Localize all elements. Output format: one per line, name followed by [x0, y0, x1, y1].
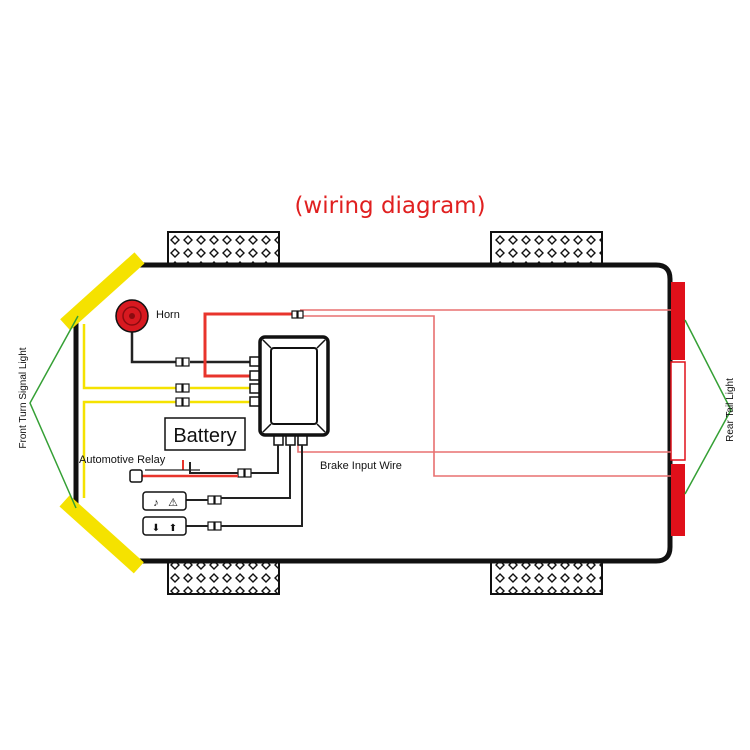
- horn-label: Horn: [156, 309, 180, 321]
- controller-output-wires: [221, 445, 303, 527]
- arrow-down-icon: ⬇: [152, 523, 160, 534]
- diagram-title: (wiring diagram): [294, 193, 485, 219]
- wheel-rear-bottom: [490, 560, 603, 595]
- red-power-wire: [203, 312, 292, 378]
- rear-light-leader-lines: [684, 319, 732, 495]
- arrow-up-icon: ⬆: [169, 523, 177, 534]
- switch-wires: [186, 499, 208, 527]
- front-turn-light-bottom: [59, 495, 144, 574]
- horn: [115, 299, 149, 333]
- battery-box: [164, 417, 246, 451]
- rear-tail-light-bottom: [671, 464, 685, 536]
- front-turn-signal-label: Front Turn Signal Light: [18, 347, 29, 448]
- yellow-wires: [82, 324, 250, 498]
- controller-module: [258, 335, 330, 437]
- rear-tail-light-top: [671, 282, 685, 360]
- front-turn-light-top: [60, 252, 145, 331]
- wheel-front-bottom: [167, 560, 280, 595]
- battery-label: Battery: [173, 425, 236, 447]
- wheel-front-top: [167, 231, 280, 266]
- relay-wires: [140, 460, 238, 478]
- rear-tail-light-label: Rear Tail Light: [725, 378, 736, 442]
- switch-horn-hazard: ♪ ⚠: [142, 491, 187, 511]
- connectors: [175, 310, 304, 531]
- wheel-rear-top: [490, 231, 603, 266]
- horn-wire: [130, 332, 250, 364]
- relay-plug: [129, 469, 143, 483]
- relay-label: Automotive Relay: [79, 454, 166, 466]
- hazard-icon: ⚠: [168, 497, 178, 509]
- music-note-icon: ♪: [153, 497, 159, 509]
- front-light-leader-lines: [29, 315, 79, 509]
- rear-tail-light-middle: [670, 361, 686, 461]
- switch-turn: ⬇ ⬆: [142, 516, 187, 536]
- vehicle-body: [73, 262, 673, 564]
- brake-input-label: Brake Input Wire: [320, 460, 402, 472]
